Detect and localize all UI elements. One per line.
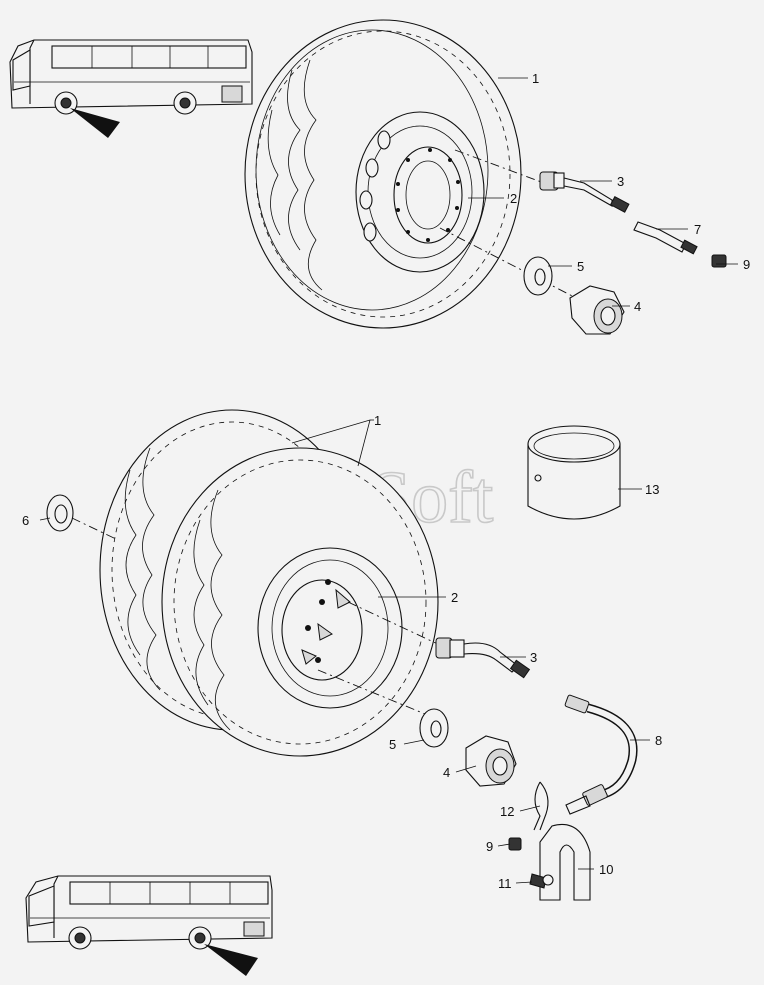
valve-adapter (633, 221, 698, 255)
callout-10-bottom: 10 (599, 862, 613, 877)
wheel-top (244, 19, 522, 329)
callout-7-top: 7 (694, 222, 701, 237)
hub-cap (527, 425, 621, 520)
callouts-top: 1 2 3 4 5 7 9 (510, 71, 750, 314)
callout-9-bottom: 9 (486, 839, 493, 854)
callout-3-top: 3 (617, 174, 624, 189)
callout-12-bottom: 12 (500, 804, 514, 819)
callout-4-top: 4 (634, 299, 641, 314)
callout-4-bottom: 4 (443, 765, 450, 780)
callout-6-bottom: 6 (22, 513, 29, 528)
callout-2-top: 2 (510, 191, 517, 206)
washer-bottom (419, 708, 449, 748)
callout-5-bottom: 5 (389, 737, 396, 752)
valve-hose (564, 694, 638, 815)
callout-11-bottom: 11 (498, 876, 512, 891)
callout-5-top: 5 (577, 259, 584, 274)
wheel-nut-bottom (465, 735, 517, 787)
valve-cap-bottom (508, 837, 522, 851)
valve-extension-top (539, 171, 630, 213)
wheel-rear-inner (161, 447, 439, 757)
washer-top (523, 256, 553, 296)
callout-9-top: 9 (743, 257, 750, 272)
valve-cap-top (711, 254, 727, 268)
bracket-screw (529, 873, 554, 889)
leader-lines (39, 77, 738, 884)
callout-8-bottom: 8 (655, 733, 662, 748)
bus-locator-top (9, 39, 253, 138)
retaining-clip (533, 781, 549, 831)
spacer-ring (46, 494, 74, 532)
callout-13-bottom: 13 (645, 482, 659, 497)
callout-1-bottom: 1 (374, 413, 381, 428)
callout-1-top: 1 (532, 71, 539, 86)
callout-3-bottom: 3 (530, 650, 537, 665)
bus-locator-bottom (25, 875, 273, 976)
callout-2-bottom: 2 (451, 590, 458, 605)
callouts-bottom: 1 2 3 4 5 6 8 9 10 11 12 13 (22, 413, 662, 891)
valve-extension-bottom (435, 637, 531, 679)
wheel-nut-top (569, 285, 625, 335)
hose-bracket (539, 824, 591, 901)
